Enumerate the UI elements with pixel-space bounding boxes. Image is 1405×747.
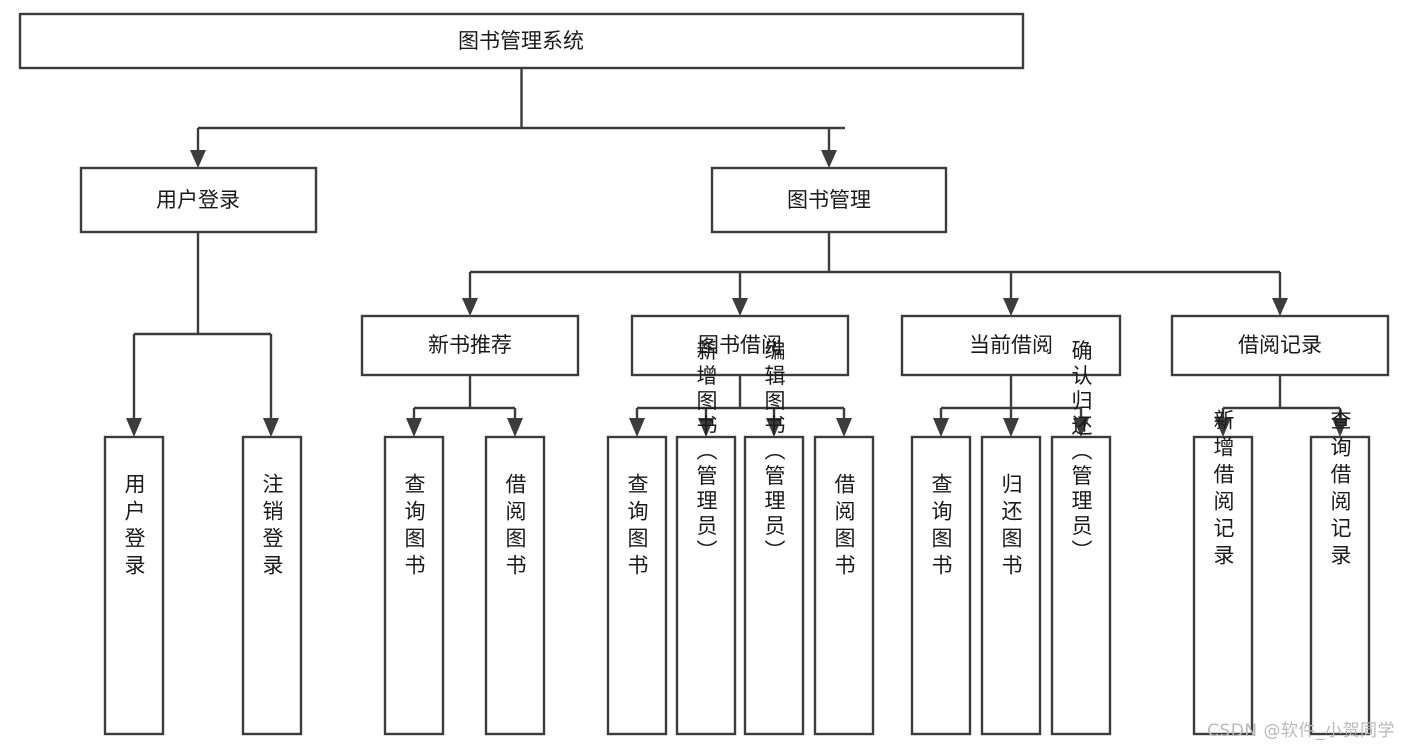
csdn-watermark: CSDN @软件_小贺同学 [1207, 721, 1395, 741]
node-leaf-borrow-book-1[interactable]: 借阅图书 [484, 435, 546, 736]
node-book-management-label: 图书管理 [787, 188, 871, 212]
connector-bookborrow-to-leaves [629, 375, 852, 437]
node-leaf-query-book-3[interactable]: 查询图书 [910, 435, 972, 736]
connector-borrowrecord-to-leaves [1215, 375, 1348, 437]
node-leaf-add-book[interactable]: 新增图书（管理员） [675, 340, 737, 736]
node-leaf-query-record[interactable]: 查询借阅记录 [1309, 409, 1371, 736]
node-leaf-edit-book[interactable]: 编辑图书（管理员） [743, 340, 805, 736]
node-leaf-borrow-book-2-label: 借阅图书 [832, 473, 856, 581]
node-root-label: 图书管理系统 [458, 29, 584, 53]
node-leaf-query-book-2[interactable]: 查询图书 [606, 435, 668, 736]
node-user-login[interactable]: 用户登录 [79, 166, 318, 234]
connector-bookmgmt-to-level3 [462, 232, 1288, 316]
node-leaf-add-record[interactable]: 新增借阅记录 [1192, 409, 1254, 736]
node-leaf-edit-book-label: 编辑图书（管理员） [762, 340, 786, 565]
node-borrow-record-label: 借阅记录 [1238, 333, 1322, 357]
node-new-book-recommend[interactable]: 新书推荐 [360, 314, 580, 377]
node-leaf-confirm-return-label: 确认归还（管理员） [1069, 340, 1093, 565]
node-current-borrow-label: 当前借阅 [969, 333, 1053, 357]
node-leaf-user-login[interactable]: 用户登录 [103, 435, 165, 736]
node-leaf-query-record-label: 查询借阅记录 [1328, 409, 1352, 571]
node-leaf-query-book-3-label: 查询图书 [929, 473, 953, 581]
connector-currentborrow-to-leaves [933, 375, 1089, 437]
node-leaf-query-book-2-label: 查询图书 [625, 473, 649, 581]
connector-userlogin-to-leaves [126, 232, 279, 437]
connector-newbook-to-leaves [406, 375, 523, 437]
node-leaf-confirm-return[interactable]: 确认归还（管理员） [1050, 340, 1112, 736]
node-leaf-user-login-label: 用户登录 [122, 473, 146, 581]
node-leaf-logout[interactable]: 注销登录 [241, 435, 303, 736]
node-leaf-add-book-label: 新增图书（管理员） [694, 340, 718, 565]
node-leaf-borrow-book-2[interactable]: 借阅图书 [813, 435, 875, 736]
node-leaf-logout-label: 注销登录 [260, 473, 284, 581]
node-current-borrow[interactable]: 当前借阅 [900, 314, 1122, 377]
node-leaf-borrow-book-1-label: 借阅图书 [503, 473, 527, 581]
node-user-login-label: 用户登录 [156, 188, 240, 212]
node-book-borrow-label: 图书借阅 [698, 333, 782, 357]
node-leaf-return-book-label: 归还图书 [999, 473, 1023, 581]
connector-root-to-level2 [190, 68, 845, 168]
node-book-management[interactable]: 图书管理 [710, 166, 948, 234]
node-leaf-return-book[interactable]: 归还图书 [980, 435, 1042, 736]
node-leaf-query-book-1-label: 查询图书 [402, 473, 426, 581]
node-book-borrow[interactable]: 图书借阅 [630, 314, 850, 377]
node-root[interactable]: 图书管理系统 [18, 12, 1025, 70]
node-borrow-record[interactable]: 借阅记录 [1170, 314, 1390, 377]
node-leaf-add-record-label: 新增借阅记录 [1211, 409, 1235, 571]
node-new-book-recommend-label: 新书推荐 [428, 333, 512, 357]
node-leaf-query-book-1[interactable]: 查询图书 [383, 435, 445, 736]
